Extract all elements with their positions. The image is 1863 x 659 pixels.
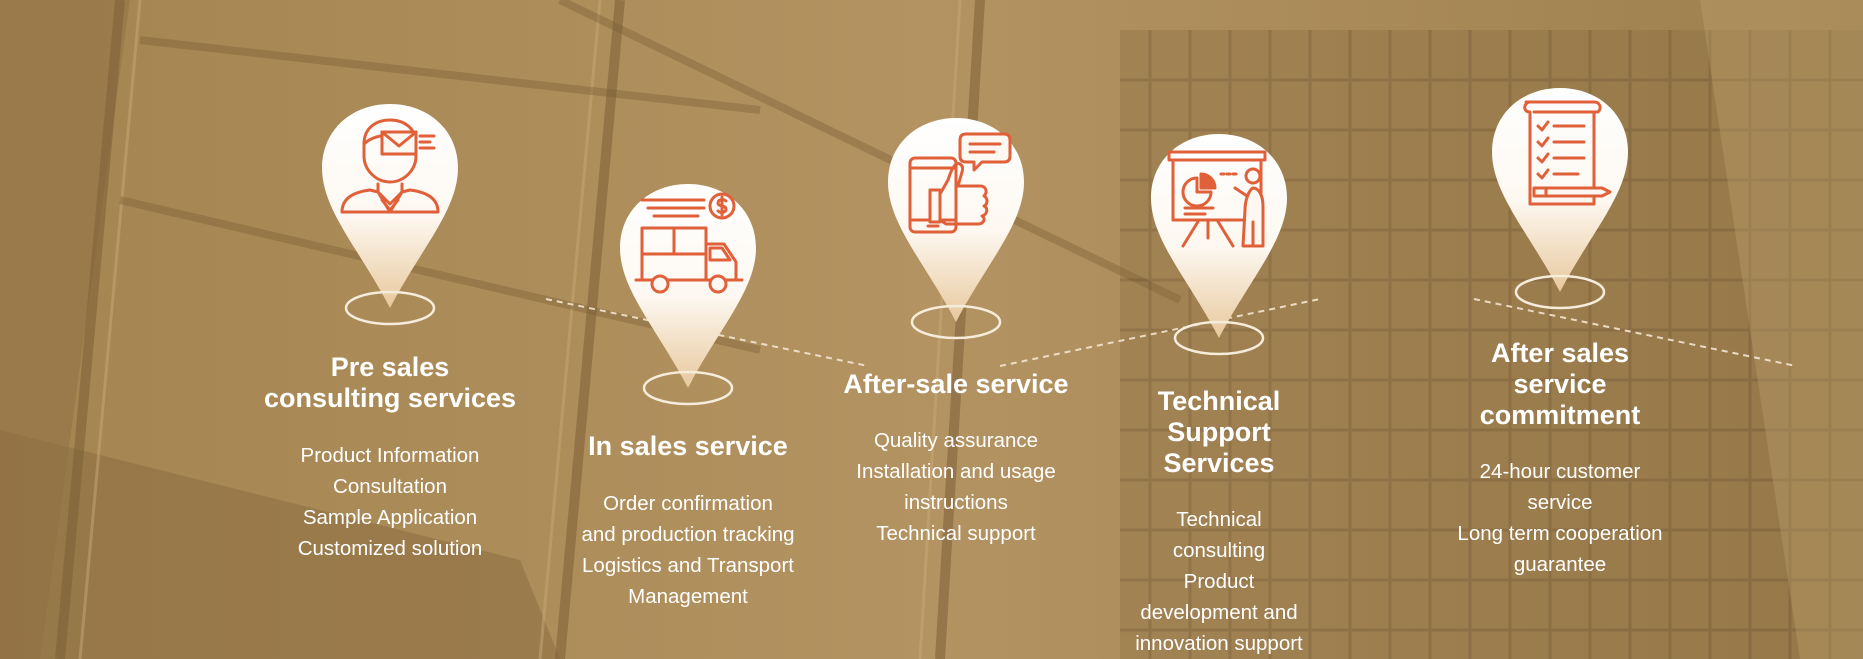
- service-items: Product Information Consultation Sample …: [240, 440, 540, 564]
- title-line: consulting services: [263, 383, 517, 413]
- map-pin-icon: [888, 118, 1024, 340]
- service-title: Technical Support Services: [1069, 386, 1369, 479]
- service-item: Management: [628, 585, 748, 608]
- service-title: In sales service: [538, 431, 838, 462]
- service-card-technical-support: Technical Support Services Technical con…: [1069, 0, 1369, 659]
- map-pin-icon: [1492, 88, 1628, 310]
- thumbs-up-phone-icon: [908, 132, 1012, 234]
- service-item: Quality assurance: [873, 429, 1039, 452]
- consultant-icon: [340, 118, 440, 214]
- service-item: consulting: [1172, 539, 1266, 562]
- service-card-after-sale: After-sale service Quality assurance Ins…: [806, 0, 1106, 659]
- service-title: After-sale service: [806, 369, 1106, 400]
- service-items: Quality assurance Installation and usage…: [806, 425, 1106, 549]
- title-line: After-sale service: [843, 369, 1069, 399]
- service-items: Order confirmation and production tracki…: [538, 488, 838, 612]
- title-line: Technical: [1157, 386, 1281, 416]
- service-item: Sample Application: [302, 506, 478, 529]
- delivery-truck-icon: [634, 192, 744, 294]
- service-item: Consultation: [333, 475, 447, 498]
- service-title: Pre sales consulting services: [240, 352, 540, 414]
- service-item: Long term cooperation: [1457, 522, 1663, 545]
- service-item: Technical: [1176, 508, 1262, 531]
- title-line: In sales service: [588, 431, 788, 461]
- checklist-scroll-icon: [1523, 100, 1612, 206]
- service-item: innovation support: [1135, 632, 1303, 655]
- service-title: After sales service commitment: [1410, 338, 1710, 431]
- map-pin-icon: [620, 184, 756, 406]
- service-card-in-sales: In sales service Order confirmation and …: [538, 0, 838, 659]
- service-item: Customized solution: [297, 537, 483, 560]
- map-pin-icon: [1151, 134, 1287, 356]
- service-item: development and: [1140, 601, 1298, 624]
- title-line: commitment: [1479, 400, 1641, 430]
- title-line: service: [1513, 369, 1607, 399]
- service-card-pre-sales: Pre sales consulting services Product In…: [240, 0, 540, 659]
- service-item: Product Information: [300, 444, 480, 467]
- map-pin-icon: [322, 104, 458, 326]
- service-item: Logistics and Transport: [582, 554, 794, 577]
- title-line: Pre sales: [330, 352, 450, 382]
- service-item: Installation and usage: [856, 460, 1056, 483]
- title-line: Services: [1163, 448, 1275, 478]
- service-item: Technical support: [876, 522, 1036, 545]
- title-line: Support: [1167, 417, 1271, 447]
- service-items: Technical consulting Product development…: [1069, 504, 1369, 659]
- service-item: and production tracking: [581, 523, 795, 546]
- service-card-after-sales-commitment: After sales service commitment 24-hour c…: [1410, 0, 1710, 659]
- service-item: Product: [1183, 570, 1255, 593]
- service-item: instructions: [904, 491, 1008, 514]
- service-item: 24-hour customer: [1479, 460, 1641, 483]
- service-item: service: [1527, 491, 1593, 514]
- title-line: After sales: [1490, 338, 1630, 368]
- presentation-icon: [1167, 150, 1267, 248]
- service-item: Order confirmation: [603, 492, 773, 515]
- service-items: 24-hour customer service Long term coope…: [1410, 456, 1710, 580]
- service-item: guarantee: [1513, 553, 1607, 576]
